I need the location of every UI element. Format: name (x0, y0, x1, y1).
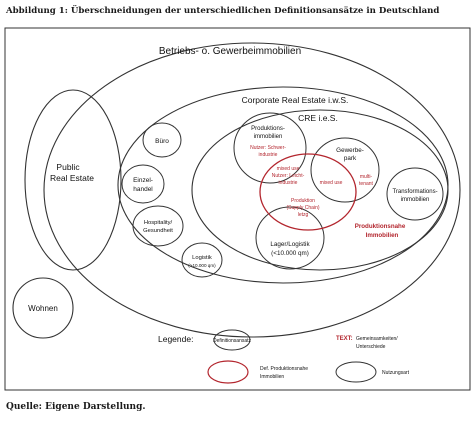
label-mixed-leicht-1: mixed use (277, 166, 300, 172)
label-mixed-use: mixed use (320, 180, 343, 186)
figure-caption: Abbildung 1: Überschneidungen der unters… (6, 6, 440, 16)
label-lager-1: Lager/Logistik (270, 241, 310, 248)
label-mixed-leicht-2: Nutzer: Leicht- (272, 173, 305, 179)
label-prod-1: Produktions- (251, 126, 285, 132)
produktionsnahe-immobilien-ellipse (259, 153, 357, 231)
betriebs-ellipse (43, 42, 461, 338)
legend-nutzungsart-swatch (335, 361, 377, 383)
label-hosp-1: Hospitality/ (144, 220, 173, 226)
logistik-large-circle (181, 242, 223, 278)
wohnen-circle (12, 277, 74, 339)
legend-title: Legende: (158, 334, 193, 344)
label-logs-2: (>10.000 qm) (188, 263, 216, 268)
buero-circle (142, 122, 182, 158)
figure-frame (4, 27, 471, 391)
legend-def-prod-1: Def. Produktionsnahe (260, 366, 308, 372)
gewerbepark-circle (310, 137, 380, 203)
label-public-1: Public (56, 162, 80, 172)
label-cre-iws: Corporate Real Estate i.w.S. (242, 95, 349, 105)
legend-text-key: TEXT: (336, 336, 353, 342)
label-multi-2: tenant (359, 181, 374, 187)
legend-text-desc-1: Gemeinsamkeiten/ (356, 336, 398, 342)
legend-text-desc-2: Unterschiede (356, 344, 386, 350)
transformationsimmobilien-circle (386, 167, 444, 221)
label-gewerbe-1: Gewerbe- (336, 147, 364, 154)
label-gewerbe-2: park (344, 155, 357, 162)
label-einzel-1: Einzel- (133, 177, 153, 184)
legend-nutzungsart: Nutzungsart (382, 370, 410, 376)
label-wohnen: Wohnen (28, 304, 58, 313)
label-mixed-leicht-3: industrie (279, 180, 298, 186)
label-buero: Büro (155, 138, 169, 145)
label-einzel-2: handel (133, 186, 153, 193)
label-trans-2: immobilien (401, 197, 430, 203)
hospitality-circle (132, 205, 184, 247)
cre-ies-ellipse (191, 109, 449, 271)
source-caption: Quelle: Eigene Darstellung. (6, 402, 146, 412)
label-prodsc-2: (Supply Chain) (286, 205, 319, 211)
einzelhandel-circle (121, 164, 165, 204)
lager-logistik-circle (255, 206, 325, 270)
label-betriebs: Betriebs- o. Gewerbeimmobilien (159, 46, 301, 57)
label-prodnah-2: Immobilien (366, 232, 399, 239)
label-hosp-2: Gesundheit (143, 228, 173, 234)
label-prod-2: immobilien (254, 134, 283, 140)
legend-def-prod-2: Immobilien (260, 374, 284, 380)
label-prodsc-3: letzg (298, 212, 309, 218)
label-trans-1: Transformations- (392, 189, 437, 195)
label-lager-2: (<10.000 qm) (271, 250, 309, 257)
public-real-estate-ellipse (24, 89, 122, 271)
legend-definitionsansatz-swatch (213, 329, 251, 351)
label-nutz-schwer-1: Nutzer: Schwer- (250, 145, 286, 151)
label-prodnah-1: Produktionsnahe (355, 223, 406, 230)
label-cre-ies: CRE i.e.S. (298, 113, 338, 123)
legend-def-prod-swatch (207, 360, 249, 384)
label-nutz-schwer-2: industrie (259, 152, 278, 158)
legend-definitionsansatz: Definitionsansatz (213, 338, 252, 344)
label-prodsc-1: Produktion (291, 198, 315, 204)
produktionsimmobilien-circle (233, 112, 307, 184)
label-logs-1: Logistik (192, 255, 212, 261)
label-public-2: Real Estate (50, 173, 94, 183)
label-multi-1: multi- (360, 174, 373, 180)
